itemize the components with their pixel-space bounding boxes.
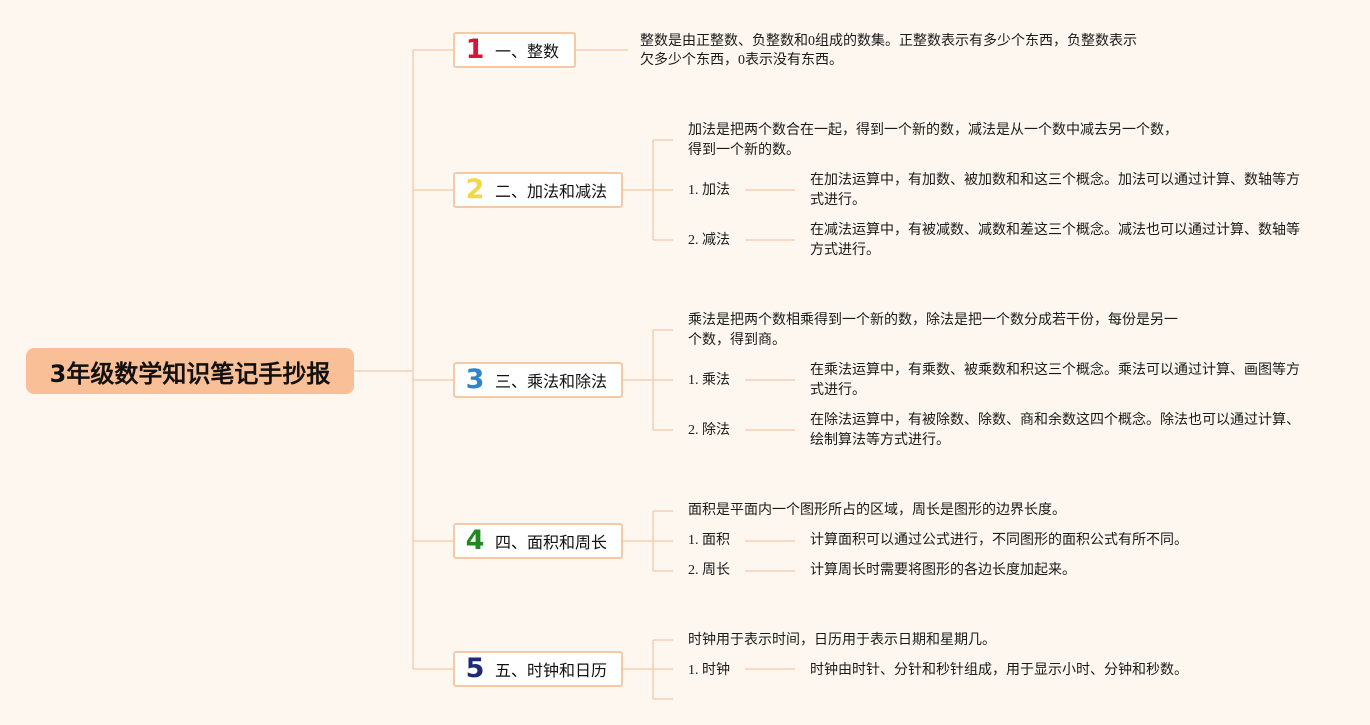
subtopic-desc-line: 在除法运算中，有被除数、除数、商和余数这四个概念。除法也可以通过计算、 bbox=[810, 413, 1300, 428]
topic-node-multiplication-division[interactable]: 3 三、乘法和除法 bbox=[453, 362, 623, 398]
subtopic-label-division[interactable]: 2. 除法 bbox=[688, 423, 730, 438]
topic-number: 1 bbox=[465, 34, 485, 65]
subtopic-label-multiplication[interactable]: 1. 乘法 bbox=[688, 373, 730, 388]
topic-number: 5 bbox=[465, 653, 485, 684]
topic-summary-line: 乘法是把两个数相乘得到一个新的数，除法是把一个数分成若干份，每份是另一 bbox=[688, 313, 1178, 328]
topic-number: 2 bbox=[465, 174, 485, 205]
topic-summary-line: 时钟用于表示时间，日历用于表示日期和星期几。 bbox=[688, 633, 996, 648]
topic-summary-line: 欠多少个东西，0表示没有东西。 bbox=[640, 53, 843, 68]
subtopic-desc-line: 式进行。 bbox=[810, 383, 866, 398]
subtopic-desc-line: 时钟由时针、分针和秒针组成，用于显示小时、分钟和秒数。 bbox=[810, 663, 1188, 678]
topic-summary-line: 整数是由正整数、负整数和0组成的数集。正整数表示有多少个东西，负整数表示 bbox=[640, 34, 1137, 49]
topic-node-area-perimeter[interactable]: 4 四、面积和周长 bbox=[453, 523, 623, 559]
topic-node-addition-subtraction[interactable]: 2 二、加法和减法 bbox=[453, 172, 623, 208]
subtopic-label-clock[interactable]: 1. 时钟 bbox=[688, 663, 730, 678]
topic-summary-line: 个数，得到商。 bbox=[688, 333, 786, 348]
topic-title: 二、加法和减法 bbox=[495, 182, 608, 201]
subtopic-desc-line: 计算周长时需要将图形的各边长度加起来。 bbox=[810, 563, 1076, 578]
subtopic-label-subtraction[interactable]: 2. 减法 bbox=[688, 233, 730, 248]
topic-node-clock-calendar[interactable]: 5 五、时钟和日历 bbox=[453, 651, 623, 687]
subtopic-desc-line: 式进行。 bbox=[810, 193, 866, 208]
topic-summary-line: 加法是把两个数合在一起，得到一个新的数，减法是从一个数中减去另一个数， bbox=[688, 123, 1178, 138]
subtopic-label-area[interactable]: 1. 面积 bbox=[688, 533, 730, 548]
subtopic-desc-line: 在加法运算中，有加数、被加数和和这三个概念。加法可以通过计算、数轴等方 bbox=[810, 173, 1300, 188]
subtopic-desc-line: 计算面积可以通过公式进行，不同图形的面积公式有所不同。 bbox=[810, 533, 1188, 548]
subtopic-desc-line: 在乘法运算中，有乘数、被乘数和积这三个概念。乘法可以通过计算、画图等方 bbox=[810, 363, 1300, 378]
topic-summary-line: 面积是平面内一个图形所占的区域，周长是图形的边界长度。 bbox=[688, 503, 1066, 518]
topic-title: 四、面积和周长 bbox=[495, 533, 608, 552]
subtopic-label-perimeter[interactable]: 2. 周长 bbox=[688, 563, 730, 578]
subtopic-desc-line: 绘制算法等方式进行。 bbox=[810, 433, 950, 448]
topic-summary-line: 得到一个新的数。 bbox=[688, 143, 800, 158]
root-title: 3年级数学知识笔记手抄报 bbox=[49, 359, 331, 388]
root-node[interactable]: 3年级数学知识笔记手抄报 bbox=[26, 348, 354, 394]
topic-number: 3 bbox=[465, 364, 485, 395]
subtopic-desc-line: 方式进行。 bbox=[810, 243, 880, 258]
topic-title: 三、乘法和除法 bbox=[495, 372, 608, 391]
subtopic-desc-line: 在减法运算中，有被减数、减数和差这三个概念。减法也可以通过计算、数轴等 bbox=[810, 223, 1300, 238]
subtopic-label-addition[interactable]: 1. 加法 bbox=[688, 183, 730, 198]
topic-title: 一、整数 bbox=[495, 42, 560, 61]
topic-node-integers[interactable]: 1 一、整数 bbox=[453, 32, 576, 68]
topic-title: 五、时钟和日历 bbox=[495, 661, 608, 680]
topic-number: 4 bbox=[465, 525, 485, 556]
